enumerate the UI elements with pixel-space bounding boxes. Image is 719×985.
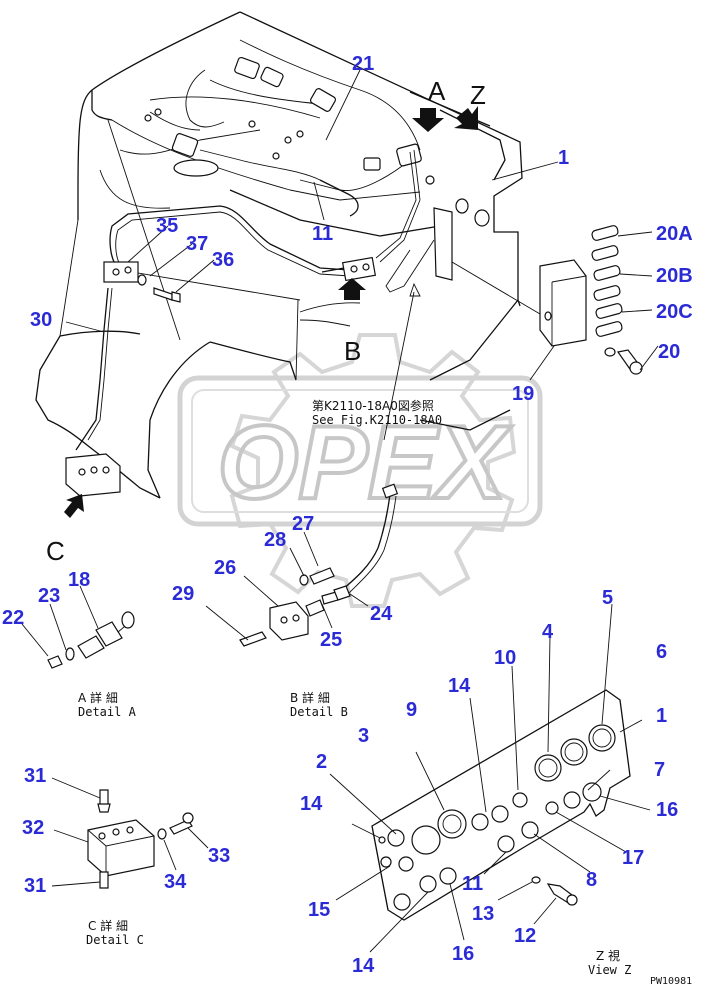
main-callouts: 1 21 11 30 35 37 36 20A 20B 20C 20 19 A … <box>30 53 693 566</box>
callout-32: 32 <box>22 817 44 839</box>
panel-callout-15: 15 <box>308 899 330 921</box>
callout-37: 37 <box>186 233 208 255</box>
panel-callout-4: 4 <box>542 621 554 643</box>
panel-callout-10: 10 <box>494 647 516 669</box>
watermark-gear <box>229 333 517 608</box>
watermark-text: OPEX <box>218 405 513 521</box>
callout-23: 23 <box>38 585 60 607</box>
callout-24: 24 <box>370 603 393 625</box>
callout-18: 18 <box>68 569 90 591</box>
box-19 <box>539 259 587 347</box>
panel-callout-8: 8 <box>586 869 597 891</box>
callout-36: 36 <box>212 249 234 271</box>
figure-code: PW10981 <box>650 976 692 985</box>
panel-callout-5: 5 <box>602 587 613 609</box>
detail-a-jp: A 詳 細 <box>78 690 118 705</box>
hose-24 <box>341 493 391 591</box>
sensor-18 <box>77 635 105 659</box>
detail-a-en: Detail A <box>78 705 137 719</box>
panel-callout-12: 12 <box>514 925 536 947</box>
view-z: 1 5 4 6 10 14 9 3 2 14 7 16 17 8 11 13 1… <box>300 587 692 985</box>
detail-c-jp: C 詳 細 <box>88 918 128 933</box>
detail-a: 22 23 18 A 詳 細 Detail A <box>2 569 137 719</box>
callout-21: 21 <box>352 53 374 75</box>
callout-19: 19 <box>512 383 534 405</box>
view-letter-C: C <box>46 536 65 566</box>
watermark: OPEX <box>177 333 543 608</box>
view-letter-Z: Z <box>470 80 486 110</box>
panel-callout-11: 11 <box>462 873 483 895</box>
panel-callout-13: 13 <box>472 903 494 925</box>
detail-c-en: Detail C <box>86 933 144 947</box>
callout-33: 33 <box>208 845 230 867</box>
panel-outline <box>371 689 631 921</box>
fuses <box>591 225 623 337</box>
callout-26: 26 <box>214 557 236 579</box>
block-26 <box>269 601 309 641</box>
view-letter-B: B <box>344 336 361 366</box>
detail-b: 29 26 28 27 25 24 B 詳 細 Detail B <box>172 513 393 719</box>
callout-35: 35 <box>156 215 178 237</box>
reference-note-en: See Fig.K2110-18A0 <box>312 413 442 427</box>
callout-20B: 20B <box>656 265 693 287</box>
block-32 <box>87 819 155 877</box>
panel-callout-7: 7 <box>654 759 665 781</box>
callout-1: 1 <box>558 147 569 169</box>
panel-callout-1: 1 <box>656 705 667 727</box>
callout-34: 34 <box>164 871 187 893</box>
callout-27: 27 <box>292 513 314 535</box>
callout-29: 29 <box>172 583 194 605</box>
view-z-jp: Z 視 <box>596 948 620 963</box>
callout-31-bottom: 31 <box>24 875 46 897</box>
view-z-en: View Z <box>588 963 631 977</box>
callout-25: 25 <box>320 629 342 651</box>
block-c <box>65 453 121 497</box>
callout-30: 30 <box>30 309 52 331</box>
clamp-35 <box>103 261 139 283</box>
main-assembly <box>35 11 643 595</box>
panel-callout-14-top: 14 <box>448 675 471 697</box>
body-outline <box>239 11 523 307</box>
panel-callout-16-bottom: 16 <box>452 943 474 965</box>
callout-22: 22 <box>2 607 24 629</box>
reference-note-jp: 第K2110-18A0図参照 <box>312 398 434 413</box>
detail-b-en: Detail B <box>290 705 348 719</box>
tube-11 <box>319 179 359 217</box>
panel-callout-6: 6 <box>656 641 667 663</box>
panel-callout-3: 3 <box>358 725 369 747</box>
view-arrows <box>64 106 478 518</box>
view-letter-A: A <box>428 76 446 106</box>
panel-callout-14-bottom: 14 <box>352 955 375 977</box>
callout-20: 20 <box>658 341 680 363</box>
detail-c: 31 32 31 33 34 C 詳 細 Detail C <box>22 765 230 947</box>
callout-31-top: 31 <box>24 765 46 787</box>
watermark-banner <box>177 375 543 527</box>
panel-callout-16-right: 16 <box>656 799 678 821</box>
panel-callout-17: 17 <box>622 847 644 869</box>
panel-callout-2: 2 <box>316 751 327 773</box>
tube-30 <box>109 205 351 271</box>
callout-28: 28 <box>264 529 286 551</box>
panel-callout-9: 9 <box>406 699 417 721</box>
detail-b-jp: B 詳 細 <box>290 690 330 705</box>
callout-20C: 20C <box>656 301 693 323</box>
callout-11: 11 <box>312 223 333 245</box>
callout-20A: 20A <box>656 223 693 245</box>
panel-callout-14-left: 14 <box>300 793 323 815</box>
